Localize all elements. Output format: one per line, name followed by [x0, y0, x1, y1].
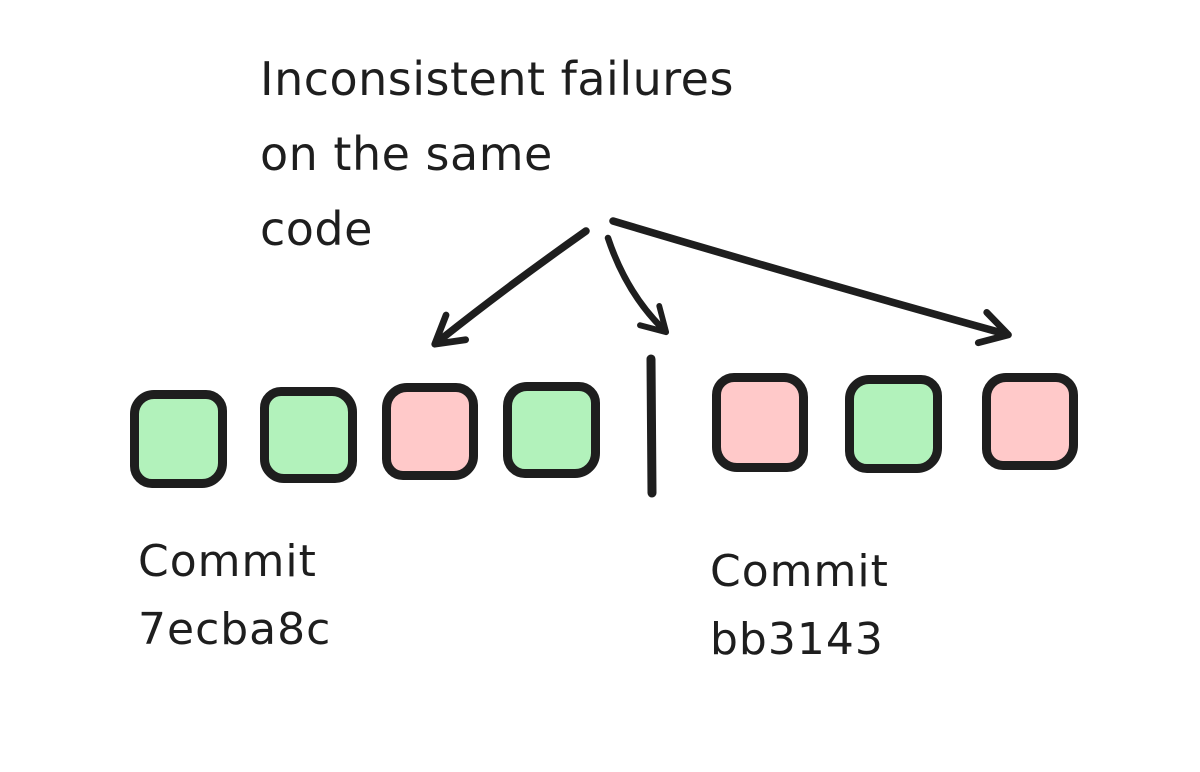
test-result-square	[982, 373, 1078, 470]
commit-2-label-word: Commit	[710, 546, 889, 597]
commit-2-hash: bb3143	[710, 614, 884, 665]
commit-2-label: Commit bb3143	[710, 538, 889, 674]
commit-1-label: Commit 7ecba8c	[138, 528, 331, 664]
test-result-square	[130, 390, 227, 488]
test-result-square	[503, 382, 600, 478]
test-result-square	[845, 375, 942, 473]
test-result-square	[712, 373, 808, 472]
diagram-title: Inconsistent failures on the same code	[260, 42, 734, 267]
commit-1-hash: 7ecba8c	[138, 604, 332, 655]
title-line-1: Inconsistent failures	[260, 52, 734, 106]
title-line-2: on the same	[260, 127, 553, 181]
test-result-square	[260, 387, 357, 483]
commit-1-label-word: Commit	[138, 536, 317, 587]
test-result-square	[382, 383, 478, 480]
title-line-3: code	[260, 202, 373, 256]
commit-divider-line	[646, 354, 657, 498]
